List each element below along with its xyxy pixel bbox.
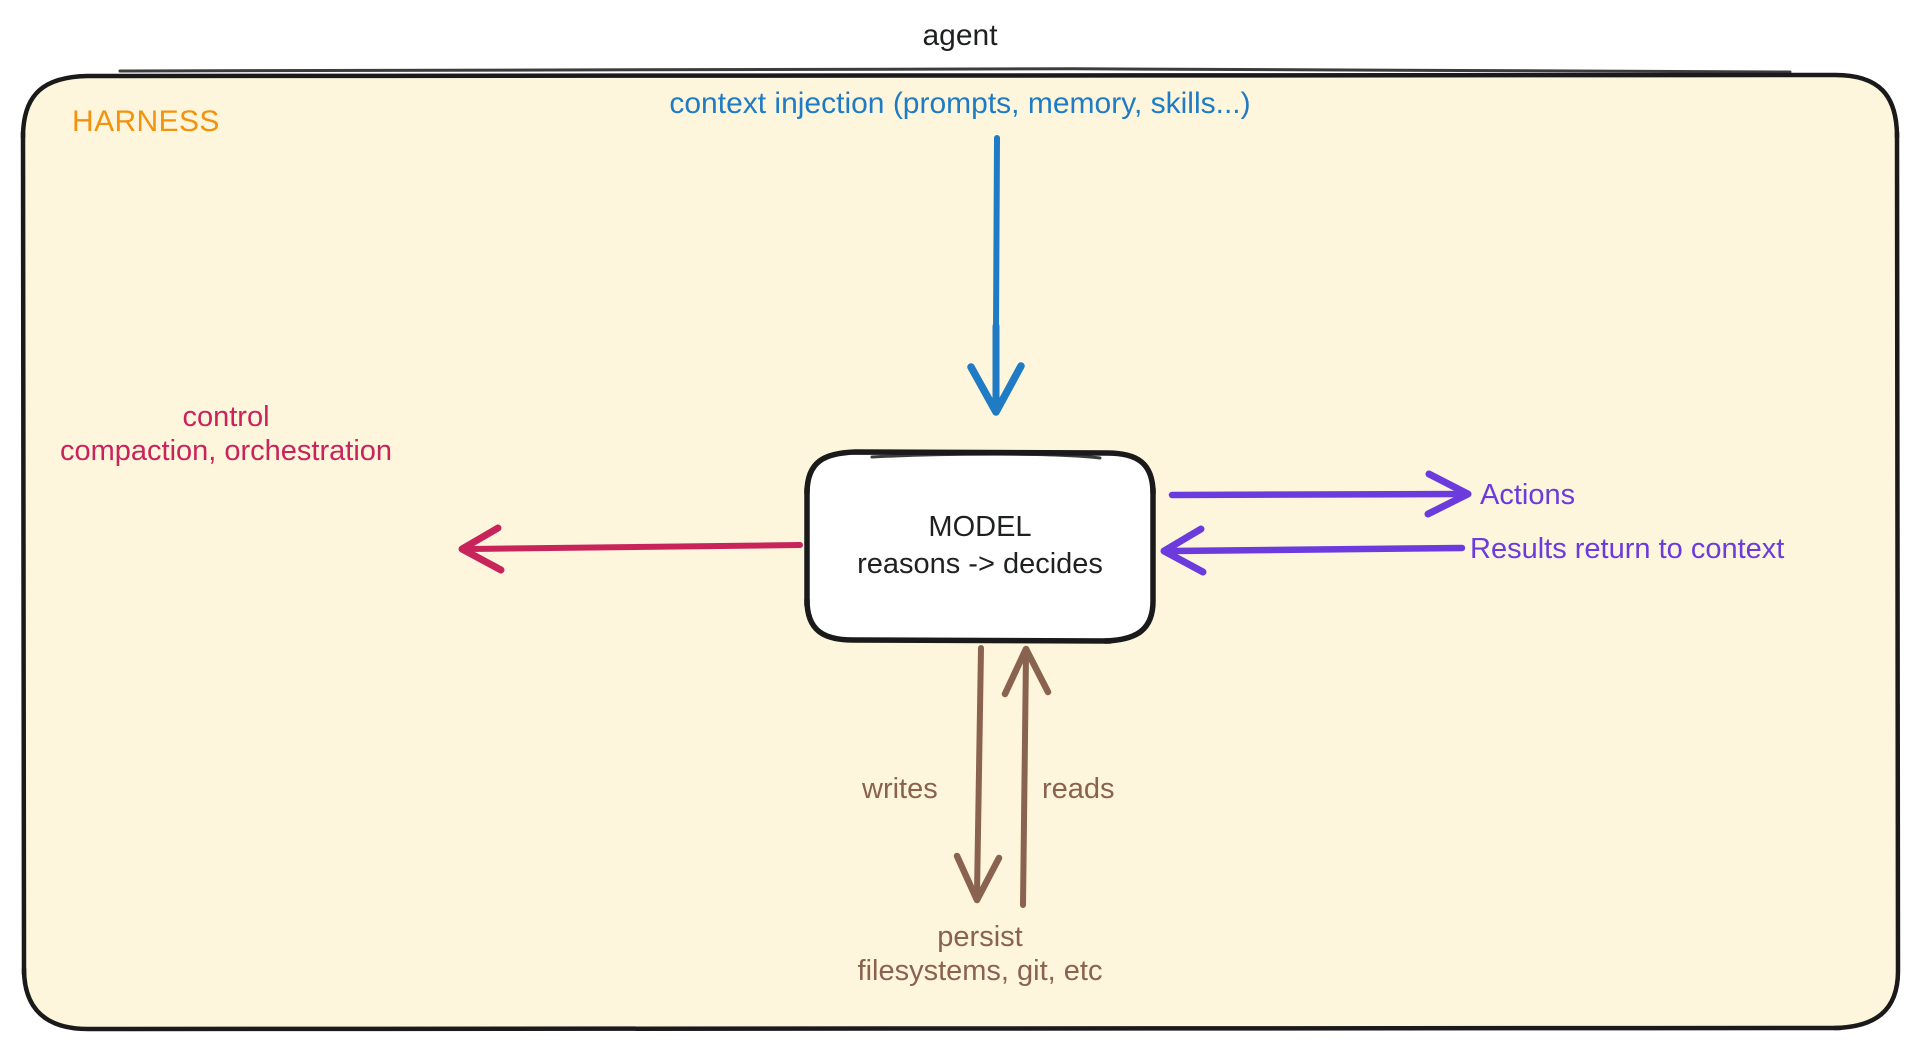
edge-label-writes: writes — [862, 773, 938, 805]
model-node — [804, 449, 1156, 644]
edge-label-control: control compaction, orchestration — [0, 400, 452, 468]
diagram-title: agent — [922, 19, 998, 52]
edge-label-actions: Actions — [1480, 479, 1576, 511]
edge-control — [458, 524, 803, 574]
persist-label-line2: filesystems, git, etc — [857, 955, 1103, 988]
edge-reads — [1001, 645, 1052, 908]
control-label-line1: control — [182, 401, 270, 433]
persist-label-line1: persist — [937, 921, 1023, 953]
edge-actions — [1168, 470, 1472, 518]
edge-writes — [953, 645, 1003, 904]
persist-label: persist filesystems, git, etc — [780, 920, 1180, 988]
edge-label-results: Results return to context — [1470, 533, 1785, 565]
edge-results — [1160, 525, 1466, 576]
edge-context-injection — [967, 135, 1025, 416]
harness-label: HARNESS — [72, 105, 220, 138]
control-label-line2: compaction, orchestration — [59, 435, 393, 468]
edge-label-context-injection: context injection (prompts, memory, skil… — [669, 87, 1251, 120]
edge-label-reads: reads — [1042, 773, 1115, 805]
